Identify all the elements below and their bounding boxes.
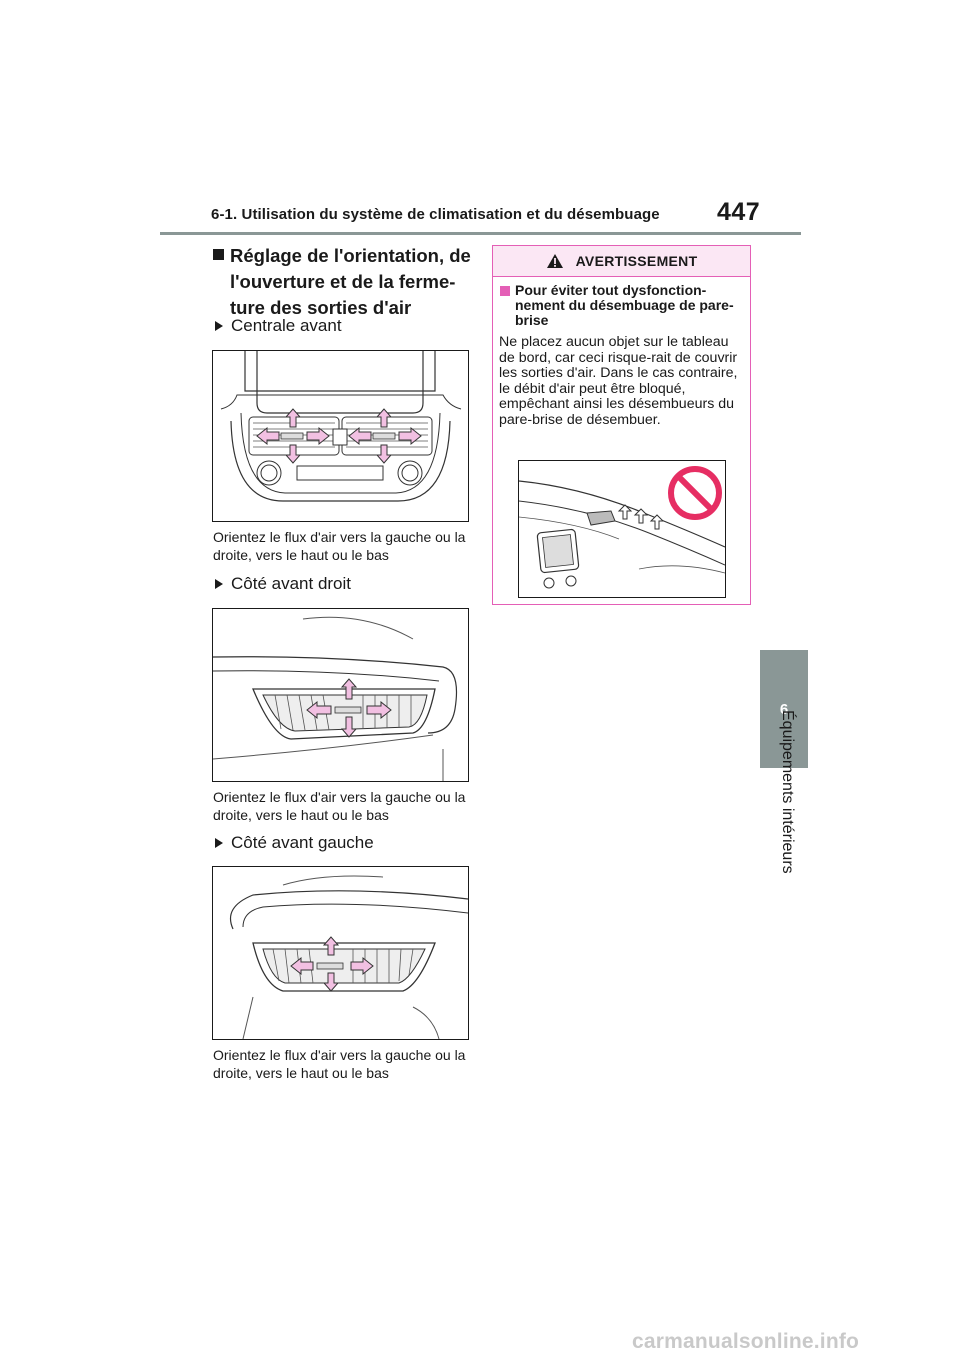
direction-arrow-icon: [290, 936, 374, 992]
triangle-bullet-icon: [215, 321, 223, 331]
section-heading-text: Réglage de l'orientation, de l'ouverture…: [230, 245, 471, 318]
figure-caption: Orientez le flux d'air vers la gauche ou…: [213, 789, 466, 823]
left-vent-illustration: [229, 875, 468, 1039]
header-section-title: 6-1. Utilisation du système de climatisa…: [211, 206, 660, 223]
prohibition-icon: [668, 466, 722, 520]
triangle-bullet-icon: [215, 579, 223, 589]
page-number: 447: [717, 198, 761, 226]
warning-box: AVERTISSEMENT Pour éviter tout dysfoncti…: [492, 245, 751, 605]
warning-body: Ne placez aucun objet sur le tableau de …: [499, 334, 738, 428]
footer-watermark[interactable]: carmanualsonline.info: [632, 1330, 860, 1353]
square-bullet-icon: [213, 249, 224, 260]
warning-title: AVERTISSEMENT: [575, 253, 698, 269]
section-heading: Réglage de l'orientation, de l'ouverture…: [213, 243, 473, 321]
item-title-center: Centrale avant: [213, 316, 342, 336]
square-bullet-icon: [500, 286, 510, 296]
warning-subtitle-text: Pour éviter tout dysfonction-nement du d…: [515, 282, 734, 328]
figure-left-vent: [212, 866, 469, 1040]
item-title-text: Centrale avant: [231, 316, 342, 335]
figure-caption: Orientez le flux d'air vers la gauche ou…: [213, 1047, 466, 1081]
chapter-tab[interactable]: 6: [760, 650, 808, 768]
chapter-label: Équipements intérieurs: [779, 710, 796, 874]
chapter-number: 6: [779, 700, 789, 718]
direction-arrow-icon: [306, 678, 392, 738]
warning-header: AVERTISSEMENT: [493, 246, 750, 277]
figure-caption: Orientez le flux d'air vers la gauche ou…: [213, 529, 466, 563]
direction-arrow-icon: [617, 504, 665, 530]
warning-subtitle: Pour éviter tout dysfonction-nement du d…: [500, 283, 745, 328]
warning-illustration: [518, 460, 726, 598]
figure-center-vents: [212, 350, 469, 522]
header-divider: [160, 232, 801, 235]
figure-right-vent: [212, 608, 469, 782]
item-title-text: Côté avant gauche: [231, 833, 374, 852]
triangle-bullet-icon: [215, 838, 223, 848]
right-vent-illustration: [213, 616, 458, 781]
direction-arrow-icon: [256, 408, 422, 464]
item-title-left: Côté avant gauche: [213, 833, 374, 853]
item-title-right: Côté avant droit: [213, 574, 351, 594]
warning-triangle-icon: [546, 254, 563, 268]
center-vents-illustration: [220, 351, 462, 502]
item-title-text: Côté avant droit: [231, 574, 352, 593]
